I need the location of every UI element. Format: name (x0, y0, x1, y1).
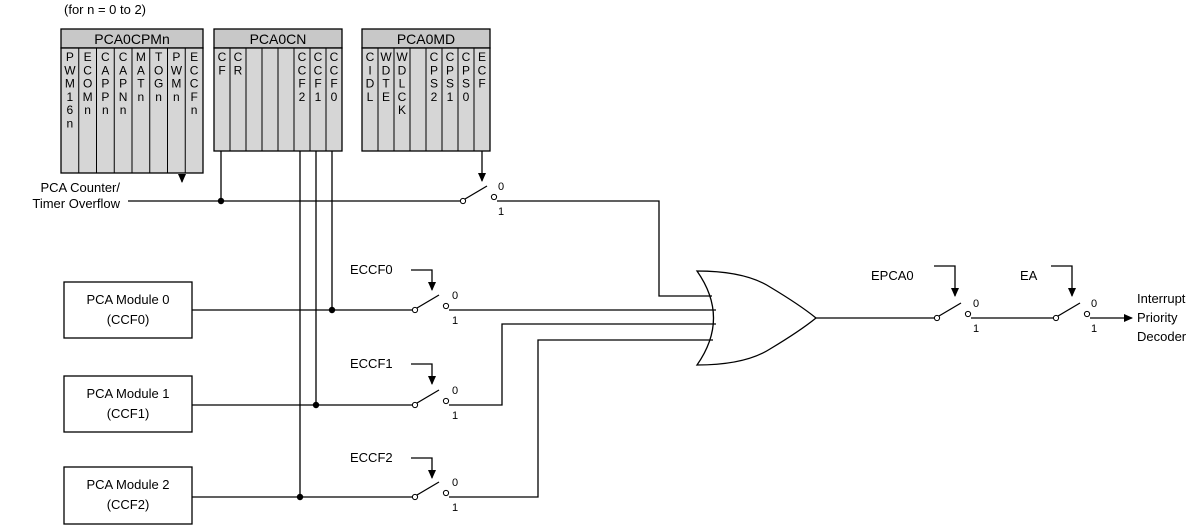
module-flag: (CCF2) (107, 497, 150, 512)
or-gate (695, 270, 818, 366)
module-label: PCA Module 1 (86, 386, 169, 401)
output-label-line3: Decoder (1137, 329, 1187, 344)
output-label-line2: Priority (1137, 310, 1178, 325)
junction-dot (312, 401, 320, 409)
switch-label-1: 1 (973, 323, 979, 335)
switch-label-1: 1 (1091, 323, 1097, 335)
switch-label-0: 0 (973, 298, 979, 310)
module-label: PCA Module 2 (86, 477, 169, 492)
switch-overflow: 0 1 (459, 181, 504, 218)
switch-label-0: 0 (452, 477, 458, 489)
eccf1-arrow (411, 363, 436, 385)
switch-label-1: 1 (498, 206, 504, 218)
register-title: PCA0MD (397, 31, 455, 47)
eccf1-label: ECCF1 (350, 356, 393, 371)
output-label-line1: Interrupt (1137, 291, 1186, 306)
switch-label-0: 0 (452, 385, 458, 397)
epca0-label: EPCA0 (871, 268, 914, 283)
overflow-to-or (497, 200, 712, 297)
overflow-label-line2: Timer Overflow (32, 196, 120, 211)
junction-dot (217, 197, 225, 205)
register-title: PCA0CPMn (94, 31, 169, 47)
switch-label-0: 0 (452, 290, 458, 302)
ea-arrow (1051, 265, 1076, 297)
switch-eccf2: 0 1 (411, 477, 458, 514)
switch-eccf1: 0 1 (411, 385, 458, 422)
eccf0-arrow (411, 269, 436, 291)
switch-label-0: 0 (498, 181, 504, 193)
switch-eccf0: 0 1 (411, 290, 458, 327)
eccf0-label: ECCF0 (350, 262, 393, 277)
switch-label-0: 0 (1091, 298, 1097, 310)
switch-label-1: 1 (452, 410, 458, 422)
eccf2-label: ECCF2 (350, 450, 393, 465)
eccf1-to-or (449, 323, 716, 406)
pca-module-1: PCA Module 1 (CCF1) (63, 375, 193, 433)
junction-dot (328, 306, 336, 314)
switch-label-1: 1 (452, 315, 458, 327)
overflow-label-line1: PCA Counter/ (41, 180, 121, 195)
register-title: PCA0CN (250, 31, 307, 47)
epca0-arrow (934, 265, 959, 297)
switch-ea: 0 1 (1052, 298, 1097, 335)
module-flag: (CCF1) (107, 406, 150, 421)
module-flag: (CCF0) (107, 312, 150, 327)
eccf2-arrow (411, 457, 436, 479)
eccf2-to-or (449, 339, 713, 498)
switch-epca0: 0 1 (933, 298, 979, 335)
switch-label-1: 1 (452, 502, 458, 514)
pca-module-0: PCA Module 0 (CCF0) (63, 281, 193, 339)
register-note: (for n = 0 to 2) (64, 2, 146, 17)
ea-label: EA (1020, 268, 1038, 283)
pca-module-2: PCA Module 2 (CCF2) (63, 466, 193, 525)
module-label: PCA Module 0 (86, 292, 169, 307)
junction-dot (296, 493, 304, 501)
